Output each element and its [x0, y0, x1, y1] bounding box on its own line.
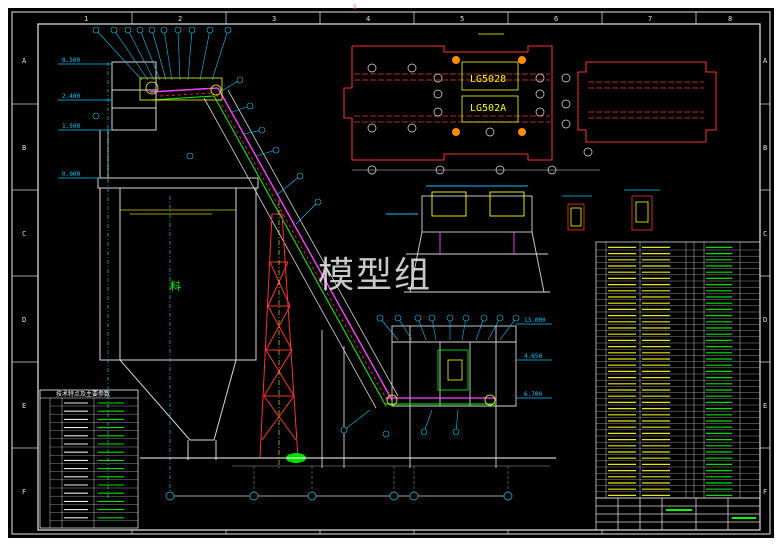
plan-vessels — [461, 61, 519, 123]
title-block-marks — [666, 509, 756, 519]
elevation-label-7: 13.000 — [524, 317, 546, 324]
vessel-label-lower: LG502A — [470, 103, 506, 114]
elevation-label-5: 4.650 — [524, 353, 542, 360]
inclined-conveyor — [149, 87, 399, 409]
plan-view-markers — [367, 63, 571, 137]
ruler-right-b: B — [763, 144, 767, 152]
ruler-left-f: F — [22, 488, 26, 496]
ruler-left-c: C — [22, 230, 26, 238]
title-block — [595, 497, 761, 531]
axis-drop-lines — [253, 466, 509, 492]
plan-view-fills — [452, 56, 526, 136]
elevation-label-6: 6.700 — [524, 391, 542, 398]
elevation-label-2: 2.400 — [62, 93, 80, 100]
hopper-label: 料 — [170, 279, 181, 293]
lower-platform — [321, 325, 517, 468]
ruler-labels: A B C D E F A B C D E F 1 2 3 4 5 6 7 8 — [22, 15, 768, 496]
parts-list-rows — [596, 246, 760, 499]
ruler-top-1: 1 — [84, 15, 88, 23]
watermark-text: 模型组 — [318, 255, 433, 296]
right-elevation-marks: 4.650 6.700 13.000 — [516, 317, 552, 399]
frame-ruler-ticks — [12, 12, 770, 534]
ruler-left-e: E — [22, 402, 26, 410]
ruler-top-8: 8 — [728, 15, 732, 23]
left-elevation-marks: 8.500 2.400 1.500 0.000 — [58, 57, 112, 179]
elevation-label-4: 0.000 — [62, 171, 80, 178]
ruler-right-a: A — [763, 57, 768, 65]
parts-list-table — [595, 241, 761, 499]
outer-frame — [11, 11, 771, 535]
ruler-top-5: 5 — [460, 15, 464, 23]
ruler-top-6: 6 — [554, 15, 558, 23]
plan-view-outline — [343, 45, 717, 161]
building-fill-lines — [120, 209, 236, 215]
ruler-right-d: D — [763, 316, 767, 324]
section-view-a — [386, 185, 550, 293]
conveyor-head-section — [139, 77, 223, 101]
support-trestle — [259, 213, 299, 459]
corner-label-bottom-left: 1 — [2, 538, 5, 544]
ruler-left-d: D — [22, 316, 26, 324]
spec-table — [39, 389, 139, 529]
leader-callouts-head — [92, 26, 322, 206]
tail-callouts — [340, 314, 520, 438]
ruler-right-f: F — [763, 488, 767, 496]
ruler-left-a: A — [22, 57, 27, 65]
ruler-top-4: 4 — [366, 15, 370, 23]
ruler-right-c: C — [763, 230, 767, 238]
ruler-top-3: 3 — [272, 15, 276, 23]
elevation-label-1: 8.500 — [62, 57, 80, 64]
tail-leader-lines — [343, 317, 517, 433]
building-structure — [97, 61, 259, 460]
building-centerlines — [107, 62, 171, 498]
ruler-left-b: B — [22, 144, 26, 152]
drawing-field — [8, 8, 774, 538]
vessel-label-upper: LG5028 — [470, 74, 506, 85]
elevation-label-3: 1.500 — [62, 123, 80, 130]
ruler-top-7: 7 — [648, 15, 652, 23]
corner-label-top: 1 — [353, 4, 357, 11]
tail-conveyor — [386, 349, 496, 406]
spec-table-rows — [50, 402, 138, 521]
ruler-top-2: 2 — [178, 15, 182, 23]
spec-table-title: 技术特点及主要参数 — [56, 390, 110, 398]
section-view-b — [562, 189, 660, 231]
ruler-right-e: E — [763, 402, 767, 410]
